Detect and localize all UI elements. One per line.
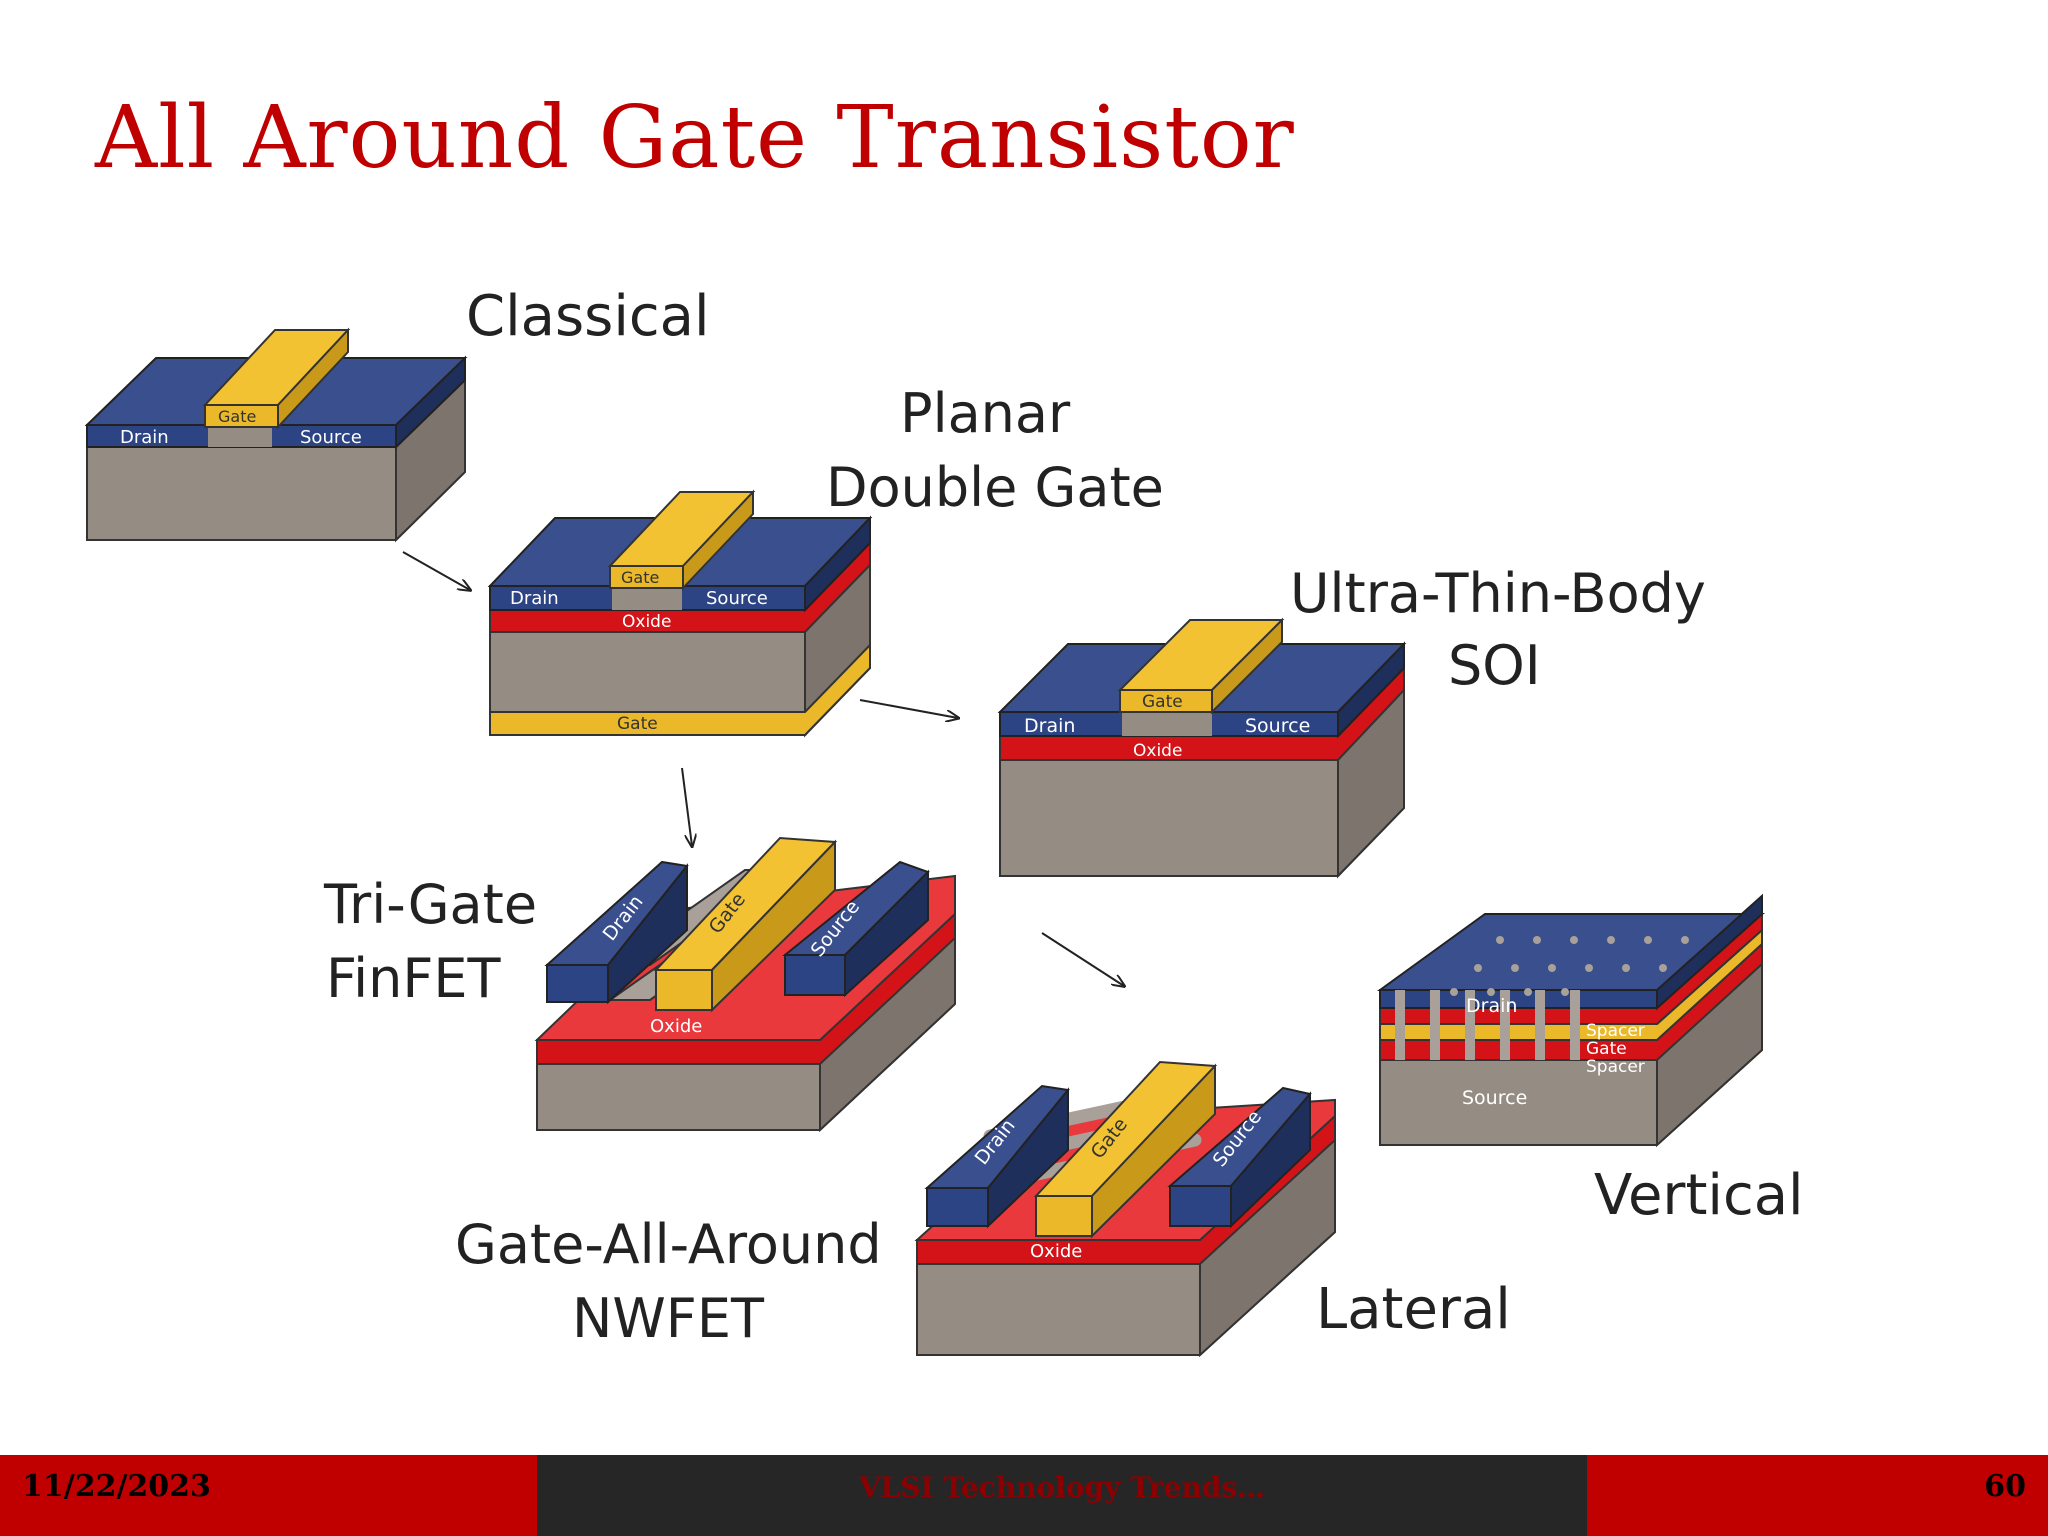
heading-finfet-line1: Tri-Gate <box>323 873 537 936</box>
gate-all-around-lateral-transistor: Drain Gate Source Oxide <box>914 1060 1336 1358</box>
classical-transistor: Drain Gate Source <box>84 327 468 543</box>
footer-title: VLSI Technology Trends… <box>858 1471 1266 1504</box>
classical-gate-label: Gate <box>218 407 256 426</box>
planar-drain-label: Drain <box>510 588 559 609</box>
heading-planar-line1: Planar <box>900 382 1071 445</box>
arrow-classical-to-planar <box>402 551 470 590</box>
vertical-spacer-bottom-label: Spacer <box>1586 1057 1645 1077</box>
heading-utb-line2: SOI <box>1448 634 1541 697</box>
vertical-spacer-top-label: Spacer <box>1586 1021 1645 1041</box>
finfet-oxide-label: Oxide <box>650 1016 702 1037</box>
slide-title: All Around Gate Transistor <box>95 88 1295 188</box>
vertical-source-label: Source <box>1462 1087 1527 1109</box>
heading-planar-line2: Double Gate <box>826 456 1164 519</box>
arrow-planar-to-finfet <box>681 767 692 846</box>
tri-gate-finfet-transistor: Drain Gate Source Oxide <box>534 836 956 1133</box>
vertical-nanowire-transistor: Drain Spacer Gate Spacer Source <box>1376 893 1766 1148</box>
heading-gaa-line1: Gate-All-Around <box>455 1213 882 1276</box>
vertical-drain-label: Drain <box>1466 995 1517 1017</box>
classical-source-label: Source <box>300 427 362 448</box>
arrow-planar-to-utb <box>859 699 958 718</box>
footer-date: 11/22/2023 <box>22 1469 211 1504</box>
planar-double-gate-transistor: Drain Gate Source Oxide Gate <box>487 489 873 738</box>
footer-left-band: 11/22/2023 <box>0 1455 537 1536</box>
transistor-evolution-diagram: Drain Gate Source Classical Drain Gate S… <box>84 284 1804 1358</box>
heading-gaa-line2: NWFET <box>572 1287 765 1350</box>
heading-classical: Classical <box>466 284 710 349</box>
footer-center-band: VLSI Technology Trends… <box>537 1455 1587 1536</box>
utb-drain-label: Drain <box>1024 715 1075 737</box>
heading-utb-line1: Ultra-Thin-Body <box>1290 562 1706 625</box>
slide-footer: 11/22/2023 VLSI Technology Trends… 60 <box>0 1455 2048 1536</box>
planar-bottom-gate-label: Gate <box>617 714 658 734</box>
page-number: 60 <box>1984 1469 2026 1504</box>
utb-gate-label: Gate <box>1142 692 1183 712</box>
ultra-thin-body-soi-transistor: Drain Gate Source Oxide <box>997 617 1407 879</box>
arrow-finfet-to-gaa <box>1041 932 1124 986</box>
planar-source-label: Source <box>706 588 768 609</box>
utb-oxide-label: Oxide <box>1133 741 1182 761</box>
heading-lateral: Lateral <box>1316 1277 1511 1342</box>
vertical-gate-label: Gate <box>1586 1039 1627 1059</box>
planar-oxide-label: Oxide <box>622 612 671 632</box>
heading-vertical: Vertical <box>1594 1163 1804 1228</box>
heading-finfet-line2: FinFET <box>326 947 502 1010</box>
footer-right-band: 60 <box>1587 1455 2048 1536</box>
planar-gate-label: Gate <box>621 568 659 587</box>
classical-drain-label: Drain <box>120 427 169 448</box>
utb-source-label: Source <box>1245 715 1310 737</box>
gaa-oxide-label: Oxide <box>1030 1241 1082 1262</box>
